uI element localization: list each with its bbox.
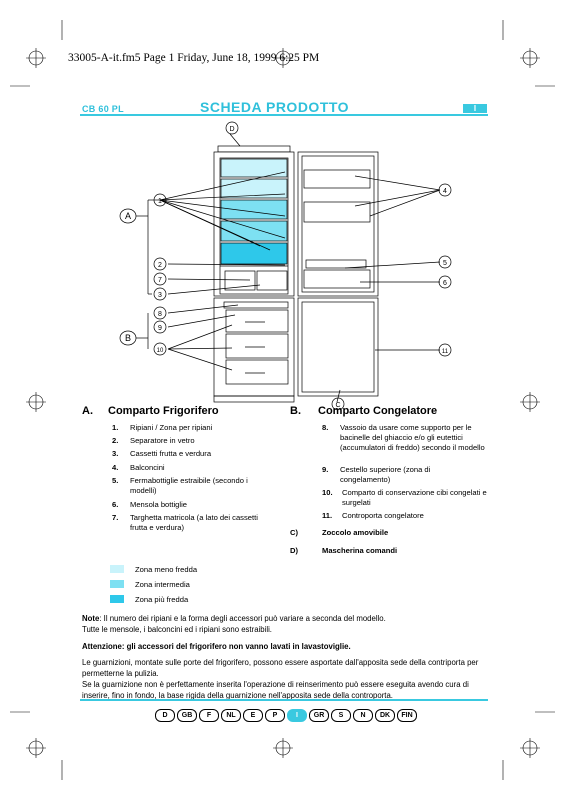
callout-4: 4 [443, 188, 447, 195]
lang-d[interactable]: D [155, 709, 175, 722]
model-name: CB 60 PL [82, 104, 124, 114]
section-a-item: 7.Targhetta matricola (a lato dei casset… [112, 513, 258, 532]
callout-b: B [125, 333, 131, 343]
lang-f[interactable]: F [199, 709, 219, 722]
header-rule [80, 114, 488, 116]
legend-label: Zona più fredda [135, 595, 189, 604]
fridge-diagram: D 1 A 2 7 3 8 9 B 10 4 5 6 11 C [119, 121, 452, 410]
paragraph-1: Le guarnizioni, montate sulle porte del … [82, 658, 479, 678]
crisper-drawer-right [256, 270, 288, 291]
language-badge: I [463, 104, 487, 113]
callout-8: 8 [158, 311, 162, 318]
lang-n[interactable]: N [353, 709, 373, 722]
legend-swatch-coldest [110, 595, 124, 603]
section-b-item: 9.Cestello superiore (zona di congelamen… [322, 465, 431, 484]
callout-c: C [335, 402, 340, 409]
freezer-door [297, 297, 379, 397]
callout-7: 7 [158, 277, 162, 284]
callout-2: 2 [158, 262, 162, 269]
lang-s[interactable]: S [331, 709, 351, 722]
lang-nl[interactable]: NL [221, 709, 241, 722]
section-d-text: Mascherina comandi [322, 546, 398, 555]
callout-a: A [125, 211, 131, 221]
section-a-title: Comparto Frigorifero [108, 405, 219, 417]
shelf-zone-4 [220, 220, 288, 242]
legend-label: Zona intermedia [135, 580, 190, 589]
shelf-zone-5 [220, 242, 288, 265]
control-panel [217, 145, 291, 153]
section-b-item: 10.Comparto di conservazione cibi congel… [322, 488, 487, 507]
callout-d: D [229, 126, 234, 133]
lang-i[interactable]: I [287, 709, 307, 722]
paragraph-2: Se la guarnizione non è perfettamente in… [82, 680, 469, 700]
callout-3: 3 [158, 292, 162, 299]
callout-11: 11 [442, 349, 449, 355]
freezer-basket-1 [225, 309, 289, 333]
section-d-letter: D) [290, 546, 299, 555]
footer-rule [80, 699, 488, 701]
section-a-letter: A. [82, 405, 93, 417]
legend-swatch-intermediate [110, 580, 124, 588]
lang-e[interactable]: E [243, 709, 263, 722]
section-b-item: 8.Vassoio da usare come supporto per le … [322, 423, 485, 452]
lang-gr[interactable]: GR [309, 709, 329, 722]
legend-swatch-least-cold [110, 565, 124, 573]
callout-5: 5 [443, 260, 447, 267]
section-b-title: Comparto Congelatore [318, 405, 438, 417]
section-a-item: 5.Fermabottiglie estraibile (secondo i m… [112, 476, 248, 495]
warning-text: Attenzione: gli accessori del frigorifer… [82, 642, 351, 651]
callout-1: 1 [158, 198, 162, 205]
section-b-letter: B. [290, 405, 301, 417]
section-c-letter: C) [290, 528, 299, 537]
callout-9: 9 [158, 325, 162, 332]
callout-10: 10 [157, 348, 164, 354]
freezer-basket-3 [225, 359, 289, 385]
shelf-zone-1 [220, 158, 288, 178]
lang-gb[interactable]: GB [177, 709, 197, 722]
note-text: Note: Il numero dei ripiani e la forma d… [82, 614, 386, 634]
section-c-text: Zoccolo amovibile [322, 528, 389, 537]
crisper-drawer-left [224, 270, 256, 291]
lang-p[interactable]: P [265, 709, 285, 722]
freezer-basket-2 [225, 333, 289, 359]
shelf-zone-3 [220, 199, 288, 220]
lang-fin[interactable]: FIN [397, 709, 417, 722]
lang-dk[interactable]: DK [375, 709, 395, 722]
page-title: SCHEDA PRODOTTO [200, 99, 350, 115]
callout-6: 6 [443, 280, 447, 287]
file-header: 33005-A-it.fm5 Page 1 Friday, June 18, 1… [68, 52, 320, 64]
fridge-door [297, 151, 379, 297]
legend-label: Zona meno fredda [135, 565, 198, 574]
